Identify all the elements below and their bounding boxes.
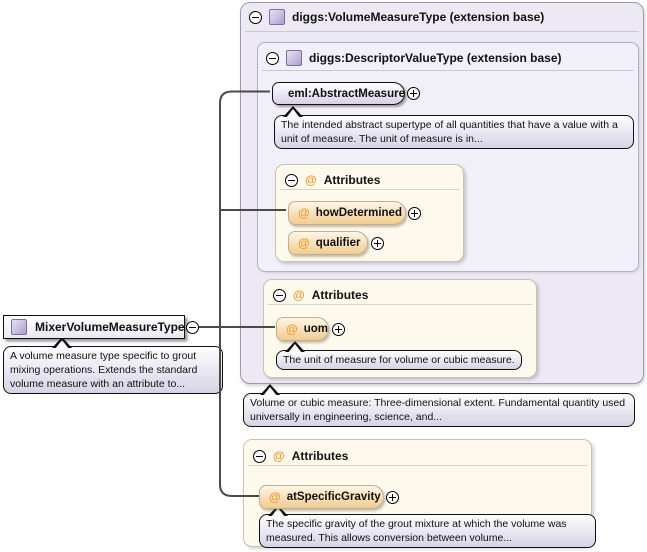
attribute-at-icon: @ (293, 288, 305, 302)
attribute-qualifier[interactable]: @ qualifier (288, 231, 368, 255)
attribute-label: uom (303, 323, 328, 335)
volume-measure-type-title: diggs:VolumeMeasureType (extension base) (292, 10, 545, 24)
atspecificgravity-doc: The specific gravity of the grout mixtur… (259, 505, 596, 548)
collapse-toggle-icon[interactable] (185, 320, 199, 334)
collapse-toggle-icon[interactable] (273, 288, 286, 302)
expand-toggle-icon[interactable] (332, 323, 345, 336)
complex-type-icon (286, 50, 302, 66)
callout-pointer (260, 384, 280, 396)
callout-pointer (52, 337, 72, 349)
expand-toggle-icon[interactable] (408, 207, 421, 220)
collapse-toggle-icon[interactable] (249, 10, 262, 24)
expand-toggle-icon[interactable] (386, 491, 399, 504)
mixer-volume-measure-type-label: MixerVolumeMeasureType (35, 320, 185, 334)
descriptor-attributes-box: @ Attributes @ howDetermined @ qualifier (275, 164, 464, 262)
attributes-title: Attributes (291, 449, 349, 463)
volume-attributes-box: @ Attributes @ uom The unit of measure f… (263, 279, 537, 378)
atspecificgravity-doc-text: The specific gravity of the grout mixtur… (266, 518, 567, 544)
callout-pointer (268, 505, 288, 517)
abstract-measure-doc: The intended abstract supertype of all q… (274, 106, 634, 149)
uom-doc-text: The unit of measure for volume or cubic … (283, 354, 515, 366)
descriptor-value-type-box: diggs:DescriptorValueType (extension bas… (257, 42, 639, 272)
attribute-at-icon: @ (298, 236, 310, 250)
descriptor-value-type-title: diggs:DescriptorValueType (extension bas… (309, 51, 562, 65)
attribute-label: qualifier (315, 237, 361, 249)
volume-measure-type-doc: Volume or cubic measure: Three-dimension… (243, 384, 635, 427)
attribute-at-icon: @ (286, 322, 298, 336)
expand-toggle-icon[interactable] (371, 237, 384, 250)
header-separator (248, 465, 587, 466)
attribute-at-icon: @ (305, 173, 317, 187)
collapse-toggle-icon[interactable] (266, 51, 279, 65)
complex-type-icon (11, 319, 27, 335)
attributes-header: @ Attributes (273, 287, 368, 303)
volume-measure-type-doc-text: Volume or cubic measure: Three-dimension… (250, 397, 626, 423)
complex-type-icon (269, 9, 285, 25)
attribute-howdetermined[interactable]: @ howDetermined (288, 201, 406, 225)
mixer-volume-measure-type-doc-text: A volume measure type specific to grout … (10, 350, 198, 390)
attribute-at-icon: @ (298, 206, 310, 220)
attributes-title: Attributes (323, 173, 381, 187)
attribute-label: atSpecificGravity (286, 491, 381, 503)
attribute-label: howDetermined (315, 207, 402, 219)
expand-toggle-icon[interactable] (407, 87, 420, 100)
mixer-attributes-box: @ Attributes @ atSpecificGravity The spe… (243, 439, 596, 548)
mixer-volume-measure-type-doc: A volume measure type specific to grout … (3, 337, 223, 394)
mixer-volume-measure-type-element[interactable]: MixerVolumeMeasureType (3, 315, 185, 339)
header-separator (280, 189, 459, 190)
header-separator (268, 304, 532, 305)
descriptor-value-type-header: diggs:DescriptorValueType (extension bas… (266, 50, 562, 66)
volume-measure-type-header: diggs:VolumeMeasureType (extension base) (249, 9, 544, 25)
collapse-toggle-icon[interactable] (253, 449, 266, 463)
collapse-toggle-icon[interactable] (285, 173, 298, 187)
attribute-at-icon: @ (269, 490, 281, 504)
uom-doc: The unit of measure for volume or cubic … (276, 341, 522, 370)
header-separator (245, 31, 639, 32)
attribute-at-icon: @ (273, 449, 285, 463)
attributes-title: Attributes (311, 288, 369, 302)
header-separator (262, 70, 634, 71)
abstract-measure-doc-text: The intended abstract supertype of all q… (281, 119, 618, 145)
volume-measure-type-box: diggs:VolumeMeasureType (extension base)… (240, 2, 644, 384)
abstract-measure-element[interactable]: eml:AbstractMeasure (272, 82, 405, 105)
abstract-measure-label: eml:AbstractMeasure (288, 87, 405, 100)
attributes-header: @ Attributes (285, 172, 380, 188)
attribute-uom[interactable]: @ uom (276, 317, 329, 341)
callout-pointer (285, 341, 305, 353)
attribute-atspecificgravity[interactable]: @ atSpecificGravity (259, 485, 384, 509)
attributes-header: @ Attributes (253, 448, 348, 464)
callout-pointer (283, 106, 303, 118)
